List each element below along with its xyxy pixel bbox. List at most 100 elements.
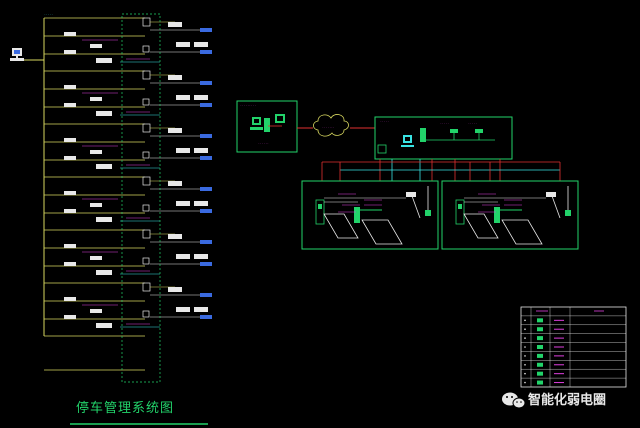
- workstation-label: ......: [258, 141, 269, 145]
- controller-box: [142, 98, 150, 106]
- floor-block: [44, 282, 212, 328]
- controller-box: [142, 45, 150, 53]
- device-box: [90, 44, 102, 48]
- sensor-box: [194, 148, 208, 153]
- controller-box: [142, 123, 151, 133]
- device-box: [64, 244, 76, 248]
- legend-index: [524, 381, 526, 384]
- switch-icon: [420, 128, 426, 142]
- device-box: [64, 262, 76, 266]
- device-box: [90, 97, 102, 101]
- floor-blocks: [44, 17, 212, 371]
- controller-box: [142, 310, 150, 318]
- sensor-box: [194, 307, 208, 312]
- vehicle-loop-icon: [501, 219, 543, 245]
- device-box: [96, 111, 112, 116]
- controller-box: [142, 282, 151, 292]
- device-box: [64, 156, 76, 160]
- sensor-box: [168, 128, 182, 133]
- floor-block: [44, 229, 212, 275]
- top-label: .....: [44, 12, 53, 16]
- ticket-machine-icon: [455, 199, 465, 225]
- legend-table: [520, 306, 627, 388]
- controller-box: [142, 151, 150, 159]
- site-network-box: [374, 116, 513, 160]
- floor-block: [44, 123, 212, 169]
- network-diagram: ......... ...... ....... .....: [236, 100, 579, 250]
- legend-symbol: [537, 371, 543, 376]
- sensor-box: [194, 254, 208, 259]
- device-box: [64, 191, 76, 195]
- riser-diagram: ..... 停车管理系统图: [10, 12, 212, 425]
- sensor-box: [176, 201, 190, 206]
- diagram-title: 停车管理系统图: [76, 400, 174, 416]
- device-box: [64, 103, 76, 107]
- guidance-sign: [200, 240, 212, 244]
- sensor-box: [168, 75, 182, 80]
- camera-pole: [411, 195, 421, 219]
- ticket-screen: [318, 204, 322, 209]
- lane-cables: [321, 159, 561, 181]
- legend-symbol: [537, 327, 543, 332]
- controller-box: [142, 17, 151, 27]
- device-box: [64, 297, 76, 301]
- legend-index: [524, 363, 526, 366]
- legend-index: [524, 328, 526, 331]
- sensor-box: [168, 287, 182, 292]
- device-box: [64, 138, 76, 142]
- control-room-label: .........: [240, 103, 256, 107]
- sensor-box: [176, 307, 190, 312]
- sensor-box: [176, 254, 190, 259]
- sensor-box: [194, 201, 208, 206]
- guidance-sign: [200, 187, 212, 191]
- ticket-machine-icon: [315, 199, 325, 225]
- controller-box: [142, 70, 151, 80]
- device-box: [64, 85, 76, 89]
- device-label: .....: [440, 121, 449, 125]
- site-pc-icon: [401, 135, 414, 147]
- camera-icon: [406, 192, 416, 197]
- floor-block: [44, 176, 212, 222]
- barrier-gate-icon: [494, 207, 500, 223]
- floor-block: [44, 70, 212, 116]
- legend-symbol: [537, 318, 543, 323]
- device-box: [90, 256, 102, 260]
- vehicle-loop-icon: [361, 219, 403, 245]
- controller-box: [142, 204, 150, 212]
- lane-group: [455, 186, 571, 245]
- lane-group: [315, 186, 431, 245]
- controller-column: [121, 13, 161, 383]
- lane-devices: [315, 186, 571, 245]
- legend-index: [524, 346, 526, 348]
- vehicle-loop-icon: [463, 213, 499, 239]
- device-box: [90, 309, 102, 313]
- device-label-2: .....: [468, 121, 477, 125]
- legend-index: [524, 319, 526, 322]
- device-box: [90, 203, 102, 207]
- legend-symbol: [537, 336, 543, 341]
- camera-icon: [546, 192, 556, 197]
- legend-symbol: [537, 380, 543, 385]
- controller-box: [142, 176, 151, 186]
- floor-block: [44, 17, 212, 63]
- device-box: [64, 32, 76, 36]
- guidance-sign: [200, 209, 212, 213]
- guidance-sign: [200, 28, 212, 32]
- device-box: [96, 270, 112, 275]
- guidance-sign: [200, 81, 212, 85]
- site-network-label: .....: [380, 119, 389, 123]
- guidance-sign: [200, 50, 212, 54]
- sensor-box: [176, 42, 190, 47]
- camera-icon: [425, 210, 431, 216]
- watermark: 智能化弱电圈: [502, 392, 606, 409]
- device-box: [96, 164, 112, 169]
- ticket-screen: [458, 204, 462, 209]
- camera-icon: [565, 210, 571, 216]
- cloud-icon: [313, 114, 349, 137]
- converter-icon: [377, 144, 387, 154]
- sensor-box: [168, 181, 182, 186]
- controller-box: [142, 229, 151, 239]
- entrance-lane-box: [301, 180, 439, 250]
- legend-symbol: [537, 353, 543, 358]
